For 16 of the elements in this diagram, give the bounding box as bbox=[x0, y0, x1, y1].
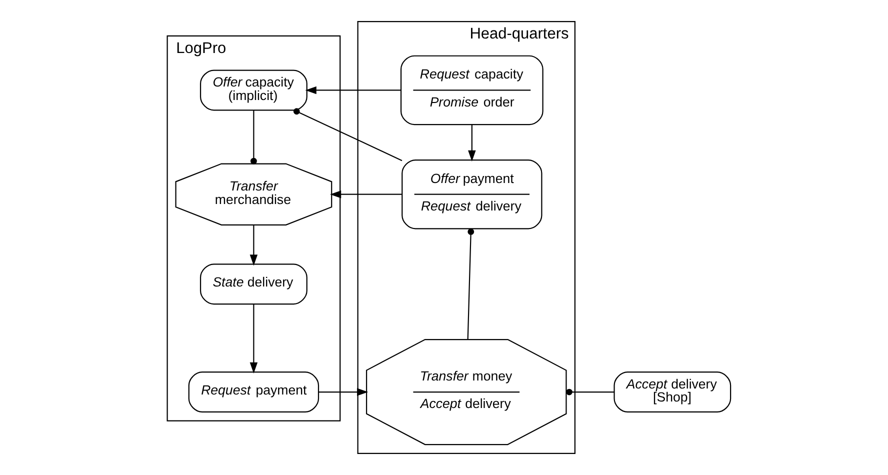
node-box: State delivery bbox=[199, 264, 307, 305]
arrow bbox=[318, 388, 368, 396]
connector bbox=[250, 110, 256, 164]
arrow bbox=[304, 86, 400, 94]
connector bbox=[566, 388, 614, 396]
connector bbox=[292, 108, 402, 162]
node-box: Request payment bbox=[188, 372, 319, 413]
arrow bbox=[249, 304, 258, 374]
node-box: Request capacity Promise order bbox=[400, 55, 543, 126]
node-box: Offer payment Request delivery bbox=[401, 159, 542, 230]
node-box: Accept delivery [Shop] bbox=[613, 372, 731, 413]
connector bbox=[466, 228, 474, 340]
arrow bbox=[249, 225, 258, 266]
node-box: Offer capacity (implicit) bbox=[199, 70, 307, 111]
arrow bbox=[330, 190, 402, 198]
arrow bbox=[468, 124, 476, 162]
